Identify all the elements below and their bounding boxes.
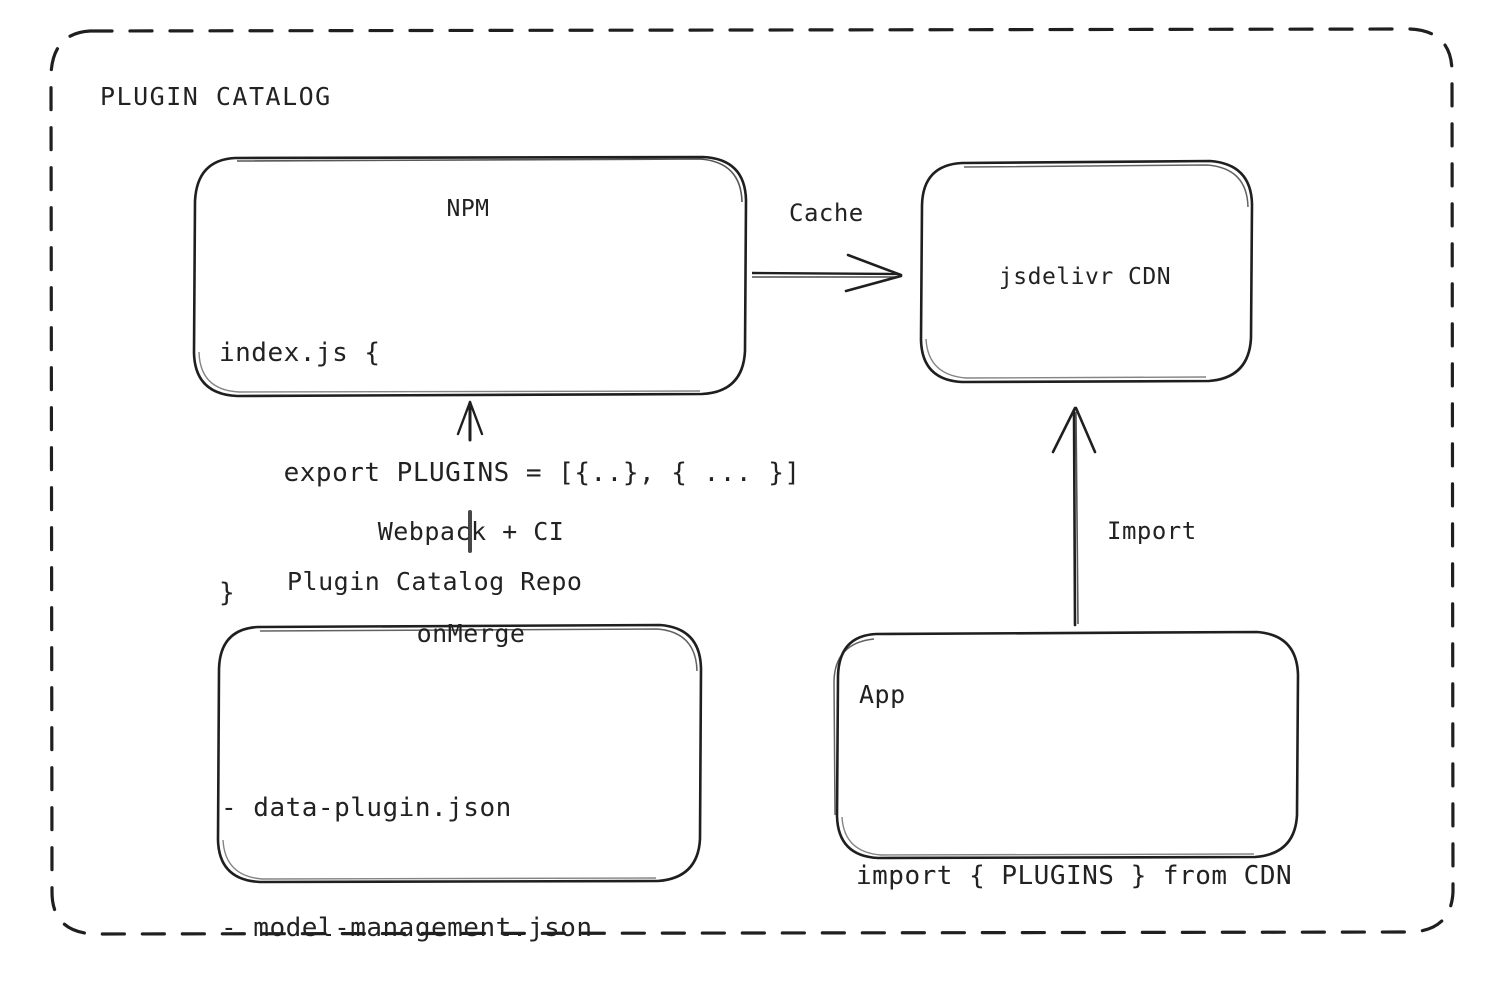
npm-node-code: index.js { export PLUGINS = [{..}, { ...… [219,253,801,693]
app-code-line: import { PLUGINS } from CDN [856,861,1293,891]
edge-label-webpack-ci: Webpack + CI onMerge [316,447,626,719]
npm-code-line: index.js { [219,338,381,368]
app-node-title: App [859,680,906,709]
repo-code-line: - model-management.json [221,913,593,943]
repo-code-line: - data-plugin.json [221,793,512,823]
edge-label-cache: Cache [789,199,864,227]
repo-node-code: - data-plugin.json - model-management.js… [221,708,593,1002]
edge-label-line: onMerge [416,619,526,648]
edge-app-to-cdn-arrow [1051,406,1097,627]
npm-code-line: export PLUGINS = [{..}, { ... }] [219,458,801,488]
edge-label-import: Import [1107,517,1197,545]
group-title: PLUGIN CATALOG [100,82,332,111]
edge-label-line: Webpack + CI [377,517,565,546]
app-node-code: import { PLUGINS } from CDN PLUGINS.forE… [856,736,1292,1002]
npm-code-line: } [219,578,236,608]
repo-node-caption: Plugin Catalog Repo [287,567,583,596]
npm-node-title: NPM [446,196,490,222]
cdn-node-title: jsdelivr CDN [998,264,1172,290]
